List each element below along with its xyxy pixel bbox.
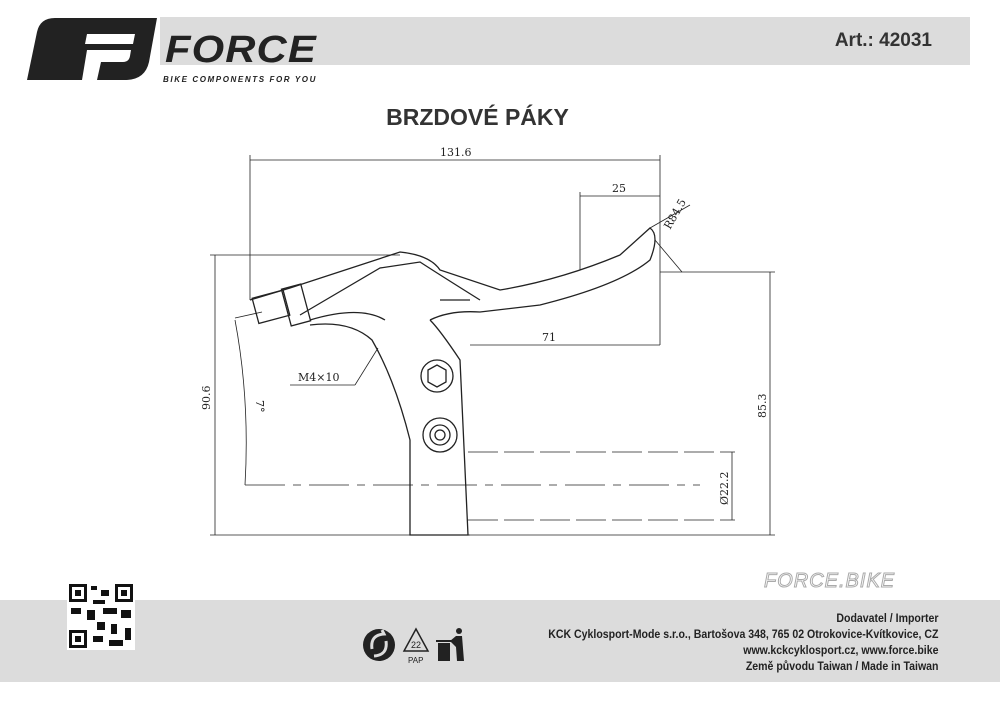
- dim-reach: 71: [542, 331, 556, 344]
- qr-code: [67, 582, 135, 650]
- dim-radius: R84.5: [661, 197, 689, 232]
- recycling-material: PAP: [408, 656, 423, 665]
- force-bike-logo: FORCE.BIKE: [763, 570, 896, 593]
- article-number: Art.: 42031: [834, 30, 932, 51]
- force-logo-icon: [27, 18, 157, 80]
- page-title: BRZDOVÉ PÁKY: [386, 104, 569, 130]
- eco-icons: 22 PAP: [363, 627, 464, 665]
- trash-bin-person-icon: [436, 628, 464, 661]
- dim-screw: M4×10: [298, 371, 339, 384]
- importer-label: Dodavatel / Importer: [835, 611, 938, 625]
- brand-wordmark: FORCE: [165, 29, 317, 71]
- header-band: [160, 17, 970, 65]
- recycling-code: 22: [411, 640, 421, 650]
- recycling-pap-icon: 22 PAP: [402, 627, 430, 665]
- dim-tip-width: 25: [612, 182, 626, 195]
- dim-height-left: 90.6: [200, 386, 213, 411]
- importer-address: KCK Cyklosport-Mode s.r.o., Bartošova 34…: [547, 627, 938, 641]
- country-of-origin: Země původu Taiwan / Made in Taiwan: [745, 659, 938, 673]
- brand-tagline: BIKE COMPONENTS FOR YOU: [163, 75, 317, 84]
- dim-height-right: 85.3: [756, 394, 769, 419]
- dim-clamp-diameter: Ø22.2: [718, 471, 731, 505]
- footer-band: [0, 600, 1000, 682]
- dim-angle: 7°: [253, 400, 266, 413]
- green-dot-icon: [363, 629, 395, 661]
- dim-total-length: 131.6: [440, 146, 472, 159]
- importer-websites: www.kckcyklosport.cz, www.force.bike: [742, 643, 938, 657]
- importer-info: Dodavatel / Importer KCK Cyklosport-Mode…: [548, 610, 938, 674]
